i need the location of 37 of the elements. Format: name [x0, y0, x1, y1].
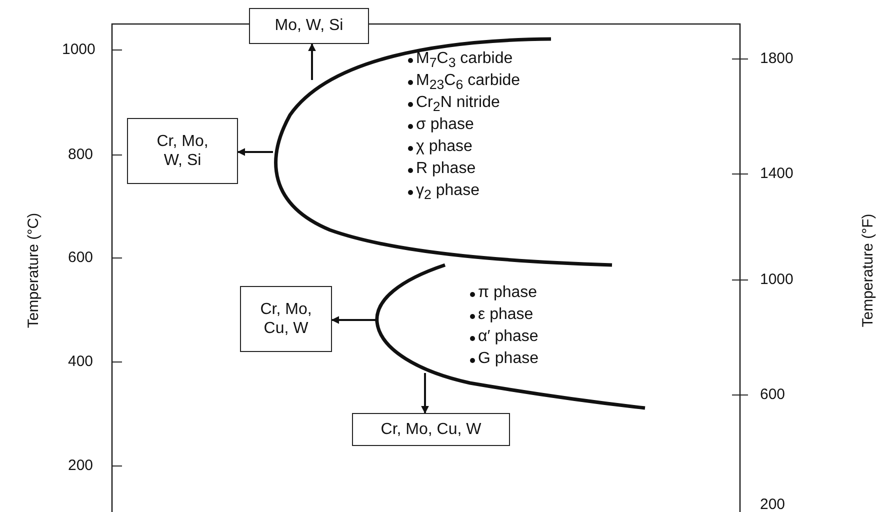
phase-name: M$_{23}$C$_{6}$ carbide — [416, 72, 520, 93]
phase-name: R phase — [416, 160, 476, 178]
axis-title: Temperature (°F) — [859, 213, 876, 327]
phase-name: α′ phase — [478, 328, 538, 346]
tick-label: 600 — [68, 250, 94, 265]
phase-name: ε phase — [478, 306, 534, 324]
phase-name: π phase — [478, 284, 538, 302]
element-box — [240, 286, 332, 352]
element-list: Cr, Mo, Cu, W — [249, 300, 323, 338]
tick-label: 1000 — [760, 272, 794, 287]
phase-name: G phase — [478, 350, 538, 368]
element-list: Cr, Mo, W, Si — [146, 132, 220, 170]
arrow — [237, 148, 273, 156]
tick-label: 1800 — [760, 51, 794, 66]
element-box — [352, 413, 510, 446]
tick-label: 400 — [68, 354, 94, 369]
element-box — [249, 8, 369, 44]
arrow — [421, 373, 429, 414]
tick-label: 200 — [760, 497, 786, 512]
tick-label: 600 — [760, 387, 786, 402]
phase-name: Cr$_{2}$N nitride — [416, 94, 500, 115]
arrow — [331, 316, 378, 324]
tick-label: 1400 — [760, 166, 794, 181]
element-list: Cr, Mo, Cu, W — [380, 420, 482, 440]
phase-name: γ$_{2}$ phase — [416, 182, 480, 203]
tick-label: 1000 — [62, 42, 96, 57]
phase-name: σ phase — [416, 116, 474, 134]
element-list: Mo, W, Si — [274, 16, 344, 36]
tick-label: 200 — [68, 458, 94, 473]
phase-name: χ phase — [416, 138, 472, 156]
phase-name: M$_{7}$C$_{3}$ carbide — [416, 50, 513, 71]
arrow — [308, 43, 316, 80]
axis-title: Temperature (°C) — [24, 212, 42, 328]
precipitation-curve — [274, 37, 612, 267]
tick-label: 800 — [68, 147, 94, 162]
element-box — [127, 118, 238, 184]
precipitation-curve — [375, 263, 646, 410]
